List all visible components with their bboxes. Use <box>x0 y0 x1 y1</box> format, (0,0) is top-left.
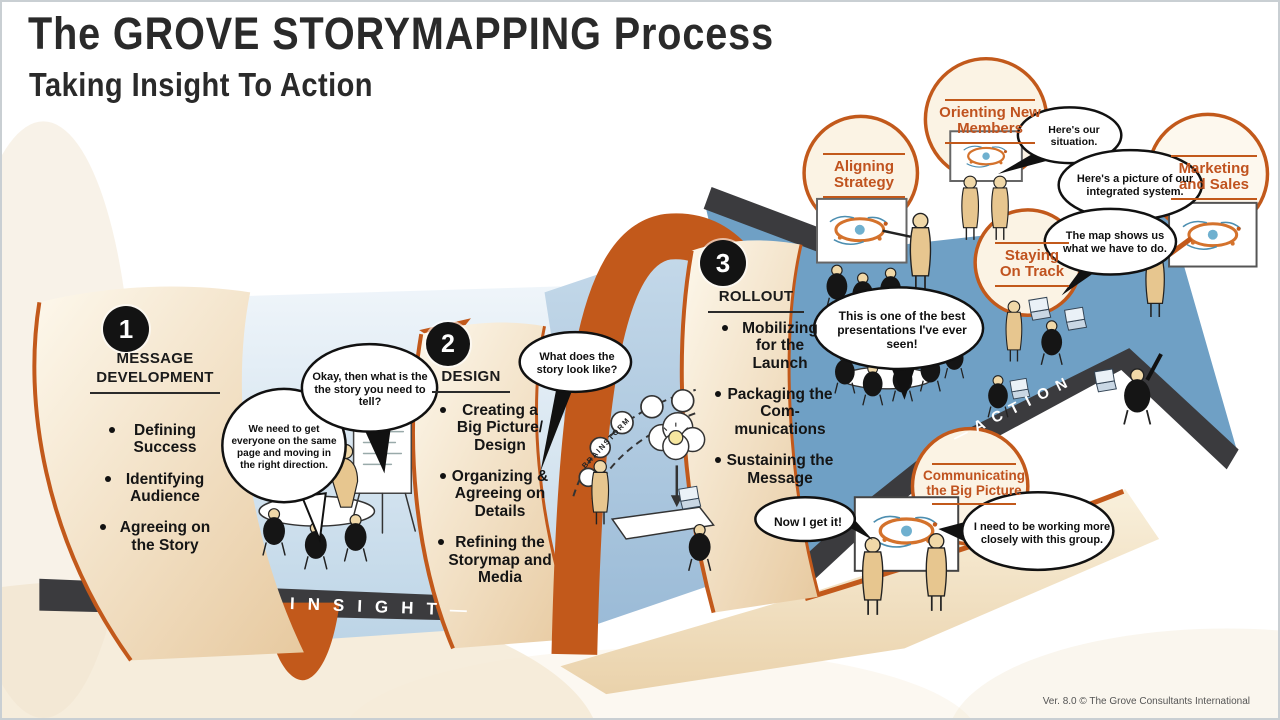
circle-staying-on-track: Staying On Track <box>980 214 1084 314</box>
stage3-number-badge: 3 <box>700 240 746 286</box>
circle-rule <box>994 241 1070 244</box>
circle-rule <box>931 463 1017 466</box>
bullet-dot-icon <box>109 427 115 433</box>
circle-rule <box>945 98 1035 101</box>
bullet-dot-icon <box>438 539 444 546</box>
circle-aligning-strategy: Aligning Strategy <box>807 120 921 230</box>
bubble-okay-then: Okay, then what is the the story you nee… <box>312 370 428 409</box>
bubble-situation: Here's our situation. <box>1048 123 1100 148</box>
stage1-bullet-2: Identifying Audience <box>80 471 240 506</box>
orienting-new-members-illustration <box>949 130 1023 241</box>
stage2-number-badge: 2 <box>426 322 470 366</box>
stage1-bullets: Defining Success Identifying Audience Ag… <box>80 422 240 568</box>
stage2-bullet-2: Organizing & Agreeing on Details <box>420 468 570 520</box>
circle-label-text: Staying On Track <box>999 246 1065 280</box>
bubble-map-shows: The map shows us what we have to do. <box>1063 230 1167 255</box>
idea-cloud-icon <box>648 411 706 461</box>
stage3-title: ROLLOUT <box>708 288 804 313</box>
circle-rule <box>994 284 1070 287</box>
bubble-best-presentation: This is one of the best presentations I'… <box>837 308 967 352</box>
bullet-dot-icon <box>715 457 721 464</box>
bubble-what-does: What does the story look like? <box>536 351 618 376</box>
stage1-number-badge: 1 <box>103 306 149 352</box>
stage1-title: MESSAGE DEVELOPMENT <box>90 350 220 394</box>
stage1-bullet-3: Agreeing on the Story <box>80 519 240 554</box>
circle-communicating-big-picture: Communicating the Big Picture <box>915 436 1033 532</box>
stage3-bullets: Mobilizing for the Launch Packaging the … <box>700 320 850 501</box>
circle-label-text: Aligning Strategy <box>833 157 895 191</box>
bubble-integrated-system: Here's a picture of our integrated syste… <box>1076 173 1194 198</box>
circle-label-text: Marketing and Sales <box>1178 159 1250 193</box>
circle-label-text: Communicating the Big Picture <box>922 468 1025 498</box>
stage2-bullet-1: Creating a Big Picture/ Design <box>420 402 570 454</box>
circle-rule <box>1170 197 1258 200</box>
bullet-dot-icon <box>715 391 721 398</box>
bullet-dot-icon <box>722 325 728 331</box>
circle-rule <box>931 502 1017 505</box>
speech-bubble-shapes <box>221 106 1204 572</box>
bubble-now-i-get-it: Now I get it! <box>774 514 842 529</box>
bullet-dot-icon <box>440 473 446 480</box>
stage3-bullet-1: Mobilizing for the Launch <box>700 320 850 372</box>
arrow-tail-band <box>703 186 833 255</box>
circle-rule <box>822 152 906 155</box>
page-subtitle: Taking Insight To Action <box>29 66 373 103</box>
stage2-title: DESIGN <box>432 368 510 393</box>
bullet-dot-icon <box>440 407 446 413</box>
circle-rule <box>1170 154 1258 157</box>
bubble-working-closely: I need to be working more closely with t… <box>973 521 1111 546</box>
brainstorm-illustration <box>572 388 715 572</box>
stage1-bullet-1: Defining Success <box>80 422 240 457</box>
circle-rule <box>945 141 1035 144</box>
insight-dash: — <box>449 600 468 620</box>
ribbon-stage1 <box>32 286 304 662</box>
stage3-bullet-3: Sustaining the Message <box>700 452 850 487</box>
circle-rule <box>822 195 906 198</box>
bullet-dot-icon <box>105 475 111 482</box>
bubble-we-need: We need to get everyone on the same page… <box>231 424 337 471</box>
circle-orienting-new-members: Orienting New Members <box>928 62 1052 180</box>
aligning-strategy-illustration <box>816 197 932 318</box>
bullet-dot-icon <box>100 524 106 531</box>
stage3-bullet-2: Packaging the Com- munications <box>700 386 850 438</box>
footer-credit: Ver. 8.0 © The Grove Consultants Interna… <box>1042 696 1250 707</box>
page-title: The GROVE STORYMAPPING Process <box>28 8 774 59</box>
circle-marketing-and-sales: Marketing and Sales <box>1154 122 1274 232</box>
stage2-bullets: Creating a Big Picture/ Design Organizin… <box>420 402 570 600</box>
stage2-bullet-3: Refining the Storymap and Media <box>420 534 570 586</box>
circle-label-text: Orienting New Members <box>939 103 1041 137</box>
